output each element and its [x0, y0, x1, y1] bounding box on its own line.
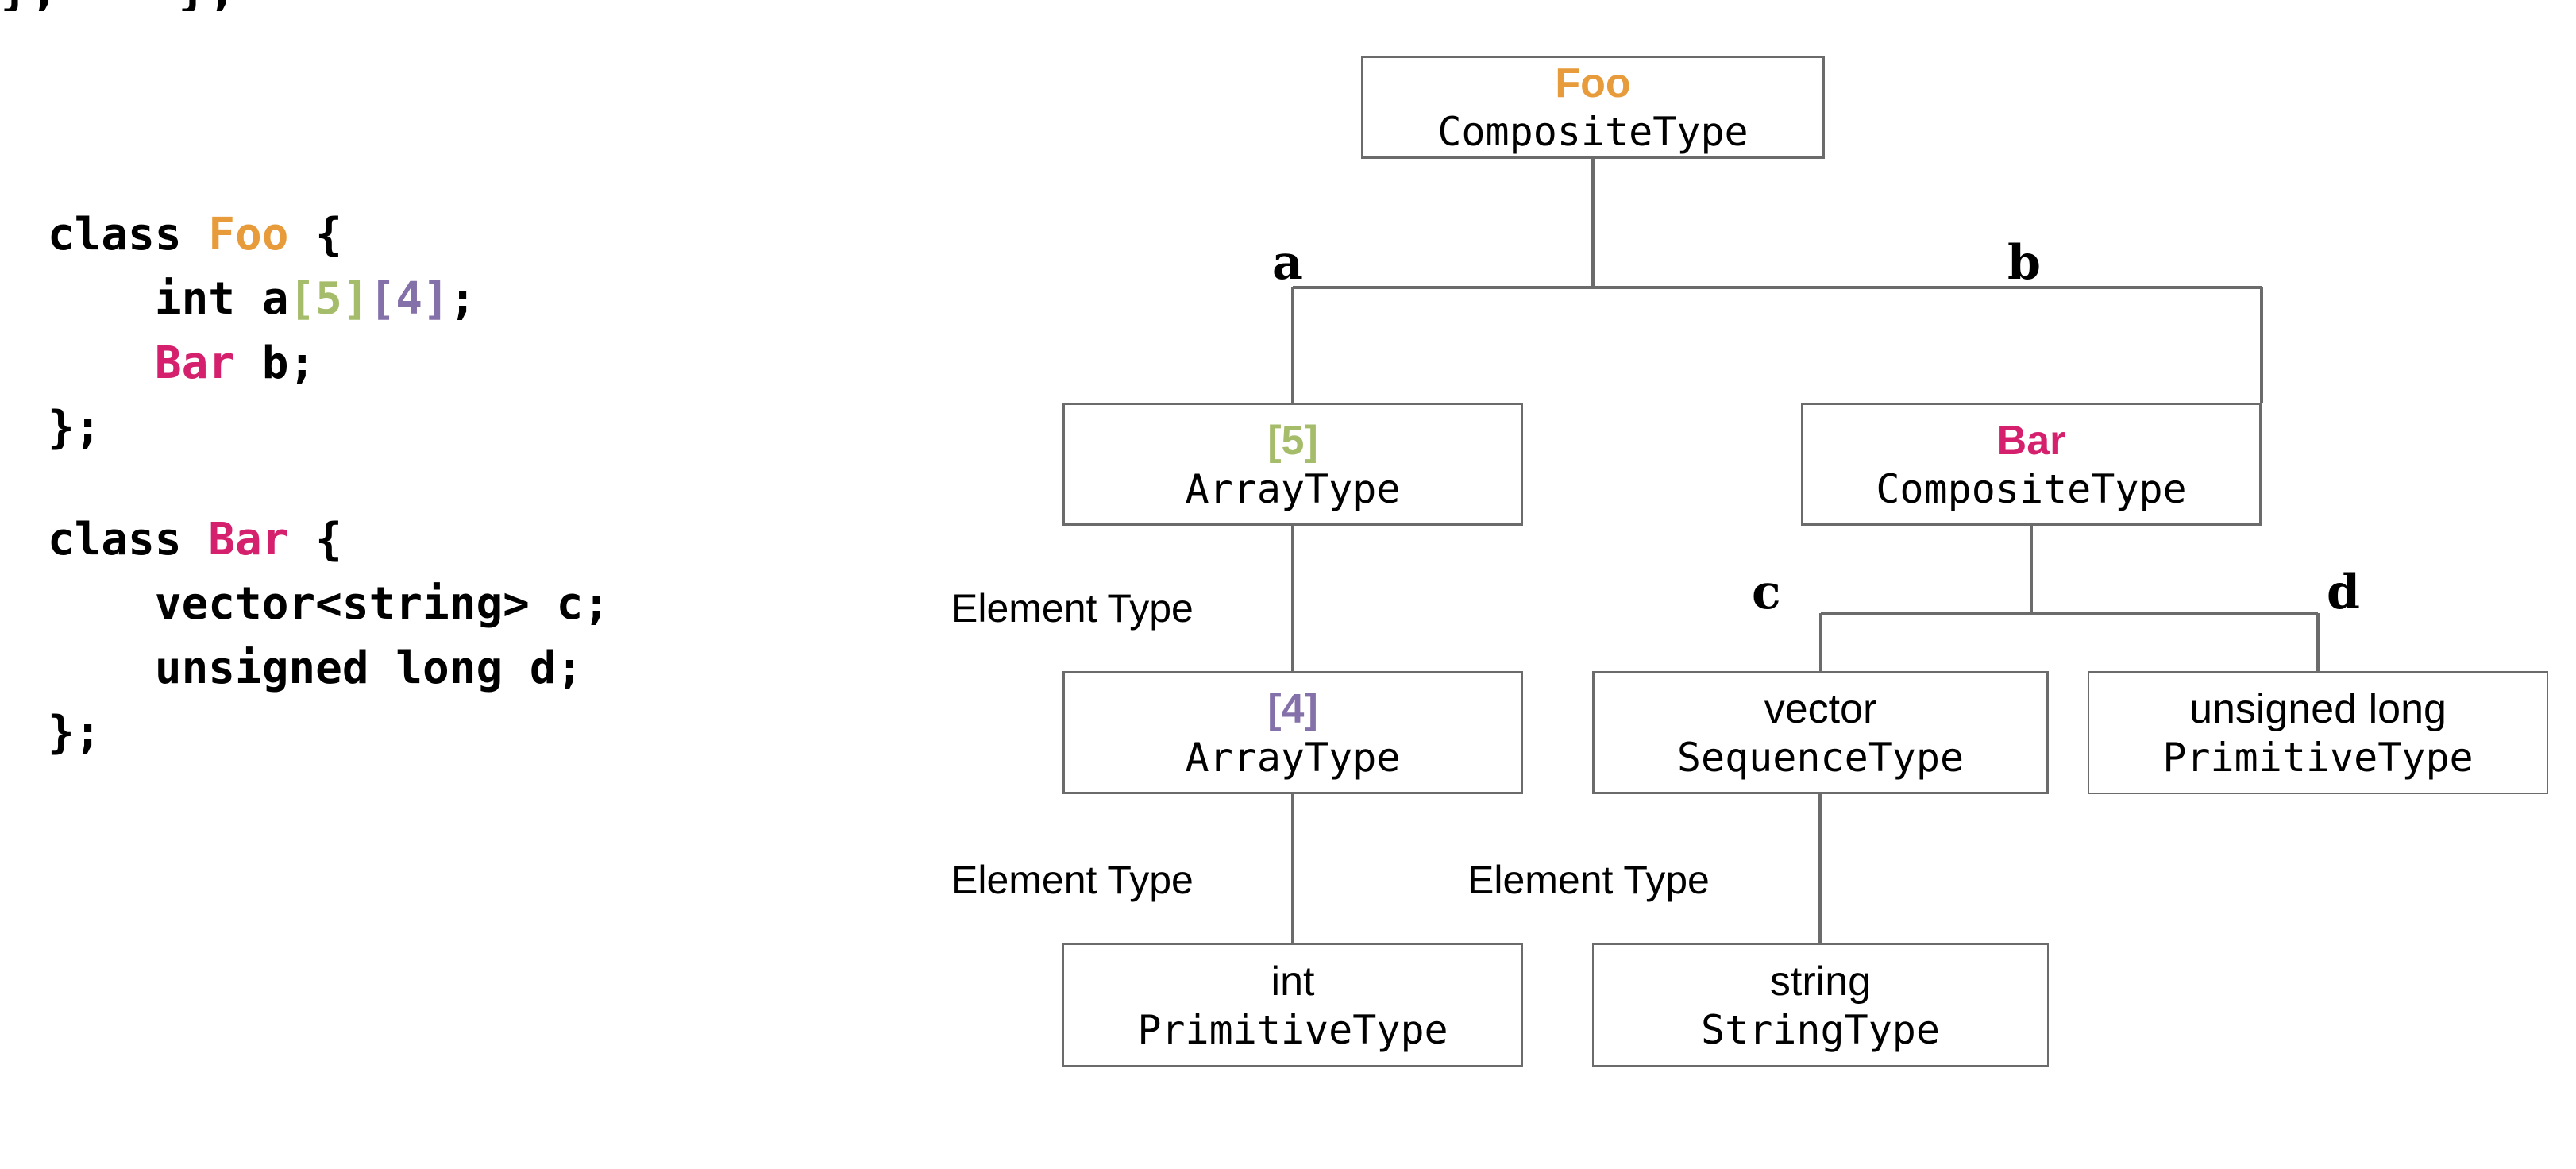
code-token: {: [288, 514, 342, 565]
code-token: [48, 338, 155, 389]
code-token: unsigned long d;: [48, 642, 584, 694]
code-line: vector<string> c;: [48, 572, 905, 636]
edge-label-a: a: [1272, 235, 1303, 291]
node-array-4[interactable]: [4]ArrayType: [1062, 671, 1523, 794]
node-kind: CompositeType: [1437, 109, 1749, 155]
code-block-foo: class Foo { int a[5][4]; Bar b;};: [48, 203, 905, 460]
node-title: [4]: [1267, 685, 1318, 732]
code-token: [5]: [288, 273, 369, 325]
node-array-5[interactable]: [5]ArrayType: [1062, 403, 1523, 526]
code-line: };: [48, 700, 905, 765]
edge-label-d: d: [2327, 565, 2360, 620]
node-kind: StringType: [1700, 1006, 1941, 1053]
node-kind: PrimitiveType: [1137, 1006, 1448, 1053]
edge-foo-to-a-b: [1291, 159, 2263, 403]
element-type-label-3: Element Type: [1467, 858, 1710, 902]
clipped-text-fragment: }; };: [0, 0, 237, 11]
code-token: [4]: [368, 273, 449, 325]
code-token: class: [48, 209, 209, 260]
node-title: [5]: [1267, 417, 1318, 464]
node-kind: PrimitiveType: [2162, 734, 2474, 781]
code-token: {: [288, 209, 342, 260]
element-type-label-1: Element Type: [951, 586, 1194, 631]
code-token: Foo: [208, 209, 289, 260]
node-kind: ArrayType: [1185, 465, 1401, 512]
code-token: Bar: [154, 338, 236, 389]
node-title: vector: [1764, 685, 1877, 732]
code-token: ;: [449, 273, 476, 325]
node-title: Foo: [1555, 60, 1631, 106]
node-title: int: [1271, 958, 1315, 1005]
code-line: };: [48, 395, 905, 460]
code-line: int a[5][4];: [48, 267, 905, 331]
code-token: b;: [235, 338, 316, 389]
node-kind: SequenceType: [1676, 734, 1965, 781]
code-line: Bar b;: [48, 331, 905, 395]
source-code-panel: class Foo { int a[5][4]; Bar b;}; class …: [48, 203, 905, 765]
node-kind: ArrayType: [1185, 734, 1401, 781]
edge-bar-to-c-d: [1819, 526, 2320, 671]
code-token: int a: [48, 273, 289, 325]
code-line: unsigned long d;: [48, 636, 905, 700]
node-title: Bar: [1996, 417, 2066, 464]
code-block-bar: class Bar { vector<string> c; unsigned l…: [48, 507, 905, 765]
code-token: };: [48, 402, 102, 453]
clipped-top-text: }; };: [0, 0, 2576, 11]
element-type-label-2: Element Type: [951, 858, 1194, 902]
code-spacer: [48, 460, 905, 507]
code-token: Bar: [208, 514, 289, 565]
code-line: class Bar {: [48, 507, 905, 572]
node-title: string: [1769, 958, 1872, 1005]
edge-label-c: c: [1752, 565, 1781, 620]
node-title: unsigned long: [2189, 685, 2447, 732]
code-token: };: [48, 707, 102, 758]
code-token: vector<string> c;: [48, 578, 611, 630]
node-kind: CompositeType: [1876, 465, 2187, 512]
code-line: class Foo {: [48, 203, 905, 267]
edge-label-b: b: [2007, 235, 2041, 291]
code-token: class: [48, 514, 209, 565]
